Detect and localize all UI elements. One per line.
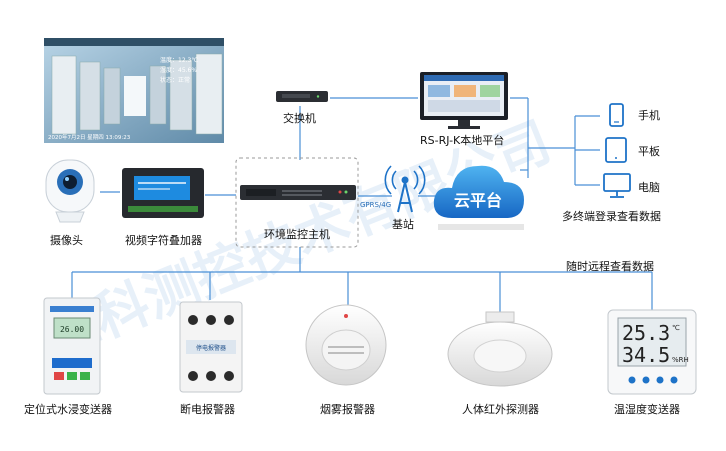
host-device (240, 185, 356, 200)
hum-unit: %RH (672, 356, 689, 364)
device-label: 断电报警器 (180, 403, 235, 416)
device-label: 定位式水浸变送器 (24, 403, 112, 416)
label-gprs: GPRS/4G (360, 201, 392, 209)
host-dashed-frame (235, 157, 359, 248)
label-phone: 手机 (638, 109, 660, 122)
cloud-icon (433, 165, 524, 218)
water-leak-value: 26.00 (60, 325, 84, 334)
temp-reading: 25.3 (622, 321, 670, 345)
label-switch: 交换机 (283, 112, 316, 125)
device-label: 人体红外探测器 (462, 403, 539, 416)
label-host: 环境监控主机 (264, 228, 330, 241)
overlay-humidity: 湿度：45.6% (160, 66, 197, 74)
label-remote-view: 随时远程查看数据 (566, 260, 654, 273)
smoke-alarm (305, 304, 387, 386)
computer-icon (603, 173, 631, 198)
cloud-label: 云平台 (454, 191, 502, 210)
label-local-platform: RS-RJ-K本地平台 (420, 134, 505, 147)
water-leak-transmitter (43, 297, 101, 395)
device-label: 烟雾报警器 (320, 403, 375, 416)
label-base-station: 基站 (392, 218, 414, 231)
label-tablet: 平板 (638, 145, 660, 158)
overlay-status: 状态：正常 (160, 76, 190, 84)
video-overlay-device (122, 168, 204, 218)
temp-humidity-transmitter (607, 309, 697, 395)
label-camera: 摄像头 (50, 234, 83, 247)
hum-reading: 34.5 (622, 343, 670, 367)
camera-icon (45, 159, 95, 223)
switch-device (276, 91, 328, 102)
temp-unit: ℃ (672, 324, 680, 332)
tablet-icon (605, 137, 627, 163)
pir-detector (447, 311, 553, 387)
overlay-timestamp: 2020年7月2日 星期四 13:09:23 (48, 133, 131, 141)
power-failure-alarm (179, 301, 243, 393)
overlay-temperature: 温度：12.3℃ (160, 56, 198, 64)
power-alarm-text: 停电报警器 (196, 344, 226, 352)
device-label: 温湿度变送器 (614, 403, 680, 416)
monitor-screen (44, 38, 224, 143)
connection-lines (71, 97, 653, 312)
monitor-icon (420, 72, 508, 129)
label-pc: 电脑 (638, 181, 660, 194)
antenna-icon (384, 165, 426, 213)
blurred-text (438, 224, 524, 230)
label-video-overlay: 视频字符叠加器 (125, 234, 202, 247)
phone-icon (609, 103, 624, 127)
label-multi-terminal: 多终端登录查看数据 (562, 210, 661, 223)
